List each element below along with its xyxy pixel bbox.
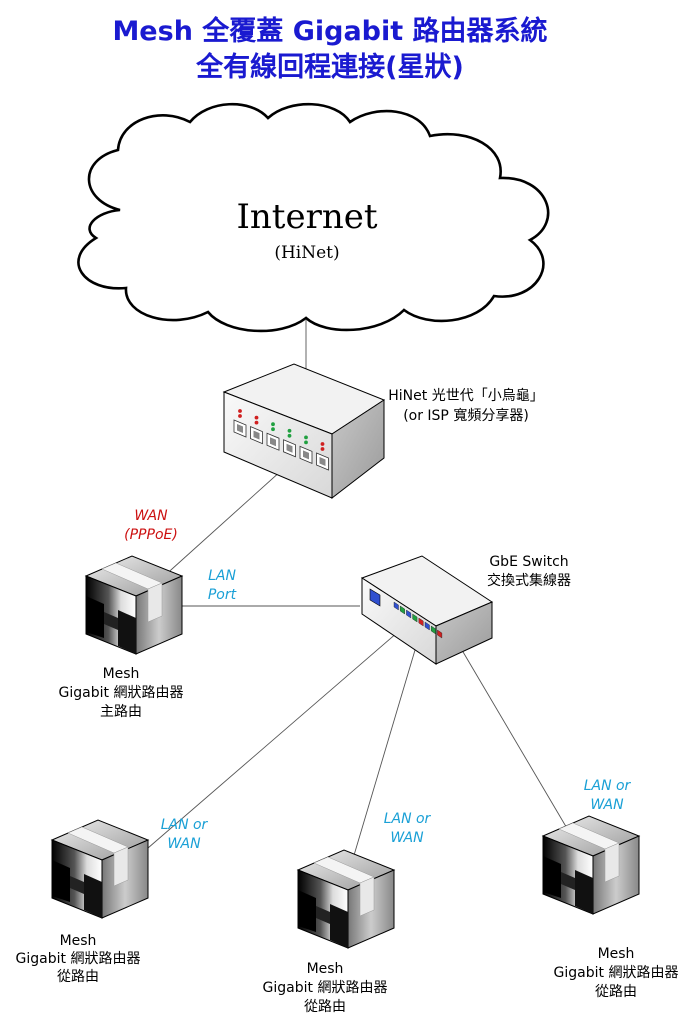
satellite-2-link [351, 639, 419, 863]
switch-label-line-2: 交換式集線器 [487, 572, 571, 589]
modem-port-socket [270, 437, 276, 447]
switch-port [437, 629, 443, 639]
satellite-router-3-icon [542, 815, 640, 915]
main-router-label-line-2: Gigabit 網狀路由器 [59, 685, 184, 701]
satellite-3-link [455, 639, 569, 831]
switch-port-row [393, 601, 443, 639]
wan-label-line-1: WAN [134, 508, 168, 524]
modem-led [304, 435, 308, 440]
modem-led [271, 427, 275, 432]
switch-label-line-1: GbE Switch [489, 554, 568, 570]
modem-device [222, 363, 386, 500]
modem-led [254, 420, 259, 425]
satellite-3-link-label-line-1: LAN or [584, 778, 632, 794]
satellite-2-label-line-3: 從路由 [304, 999, 346, 1015]
main-router-label-line-3: 主路由 [100, 704, 142, 720]
title-line-2: 全有線回程連接(星狀) [195, 51, 464, 83]
satellite-3-label-line-3: 從路由 [595, 984, 637, 1000]
satellite-1-link-label-line-1: LAN or [161, 817, 209, 833]
modem-port-socket [237, 424, 243, 433]
modem-port-socket [303, 450, 309, 460]
modem-led [320, 442, 325, 446]
modem-led [320, 447, 325, 451]
satellite-3-label-line-1: Mesh [598, 946, 635, 962]
satellite-2-label-line-2: Gigabit 網狀路由器 [263, 980, 388, 996]
modem-port-row [233, 409, 329, 471]
satellite-1-link [147, 631, 399, 849]
lan-port-label-line-1: LAN [208, 568, 236, 584]
switch-port [406, 609, 412, 619]
satellite-1-label-line-2: Gigabit 網狀路由器 [16, 951, 141, 967]
switch-port [400, 605, 405, 615]
modem-led [238, 409, 242, 413]
switch-status-light [369, 588, 381, 607]
modem-label-line-1: HiNet 光世代「小烏龜」 [388, 387, 543, 404]
switch-port [431, 625, 436, 635]
lan-port-label-line-2: Port [208, 587, 237, 603]
wan-link [161, 469, 283, 579]
connection-lines [147, 320, 569, 863]
modem-led [254, 415, 259, 420]
modem-led [271, 422, 275, 427]
satellite-router-2-icon [297, 849, 395, 949]
satellite-2-link-label-line-2: WAN [390, 830, 424, 846]
satellite-router-1-icon [51, 819, 149, 919]
modem-label-line-2: (or ISP 寬頻分享器) [403, 407, 529, 424]
modem-led [287, 433, 292, 438]
satellite-1-label-line-1: Mesh [60, 933, 97, 949]
main-router-icon [85, 555, 183, 655]
satellite-2-label-line-1: Mesh [307, 961, 344, 977]
satellite-3-label-line-2: Gigabit 網狀路由器 [554, 965, 679, 981]
main-router-label-line-1: Mesh [103, 666, 140, 682]
satellite-1-label-line-3: 從路由 [57, 969, 99, 985]
cloud-label: Internet [236, 197, 377, 237]
title-line-1: Mesh 全覆蓋 Gigabit 路由器系統 [112, 15, 547, 47]
switch-port [393, 601, 399, 611]
satellite-3-link-label-line-2: WAN [590, 797, 624, 813]
modem-port-socket [253, 430, 260, 440]
switch-port [418, 617, 424, 627]
modem-led [238, 414, 242, 418]
wan-label-line-2: (PPPoE) [124, 527, 178, 543]
modem-port-socket [286, 443, 293, 453]
satellite-1-link-label-line-2: WAN [167, 836, 201, 852]
switch-port [424, 621, 430, 631]
modem-port-socket [319, 457, 326, 466]
cloud-sublabel: (HiNet) [274, 243, 339, 263]
modem-led [304, 440, 308, 445]
internet-cloud: Internet (HiNet) [77, 102, 550, 333]
satellite-2-link-label-line-1: LAN or [384, 811, 432, 827]
modem-led [287, 428, 292, 433]
switch-device [360, 555, 494, 665]
switch-port [412, 613, 418, 623]
